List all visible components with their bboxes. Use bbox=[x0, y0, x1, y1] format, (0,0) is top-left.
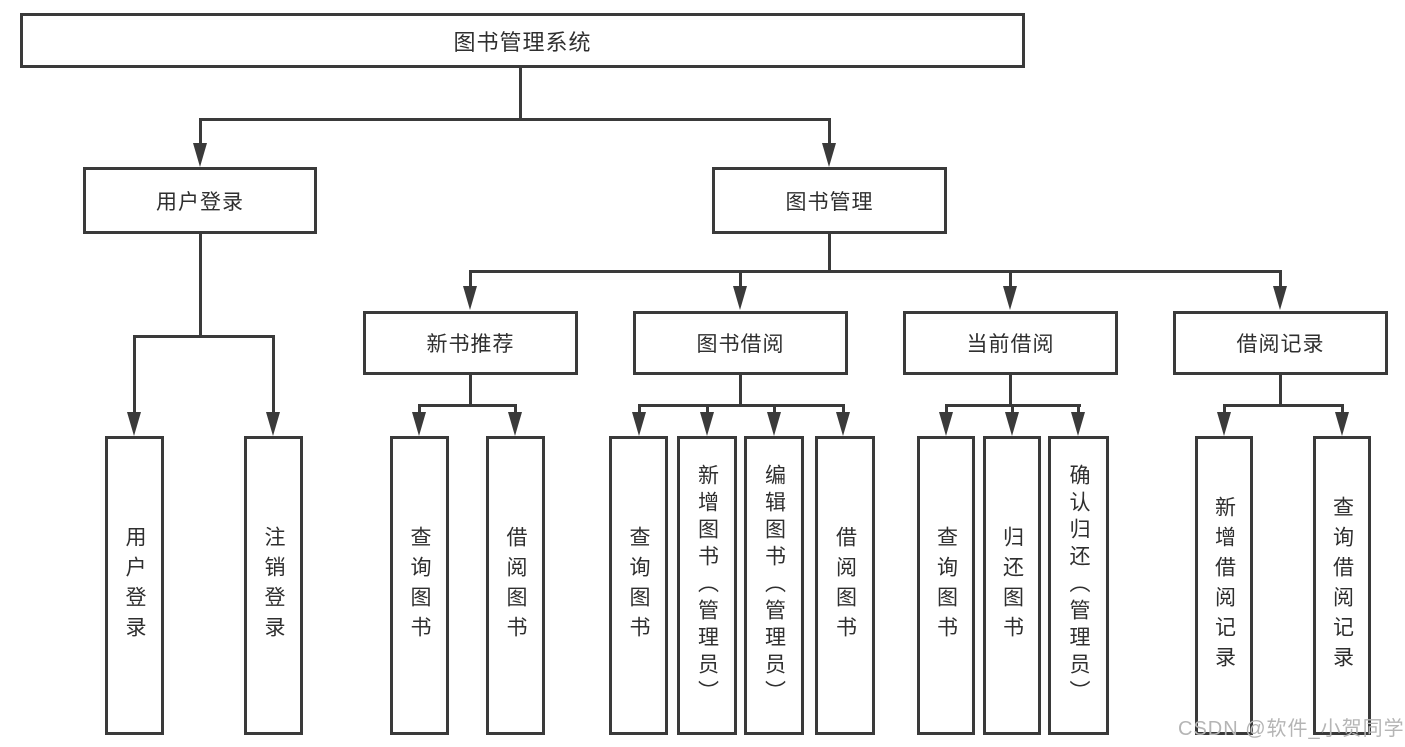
leaf-cur-return-books: 归还图书 bbox=[983, 436, 1041, 735]
edge-to-leaf-bor-borrow bbox=[842, 404, 845, 415]
edge-to-leaf-cur-confirm bbox=[1077, 404, 1080, 415]
edge-to-new-book-recommend bbox=[469, 270, 472, 290]
edge-root-stub bbox=[519, 66, 522, 120]
arrow-down-borrow-records bbox=[1273, 286, 1287, 310]
arrow-down-leaf-bor-add bbox=[700, 412, 714, 436]
node-new-book-recommend: 新书推荐 bbox=[363, 311, 578, 375]
node-book-borrow: 图书借阅 bbox=[633, 311, 848, 375]
leaf-bor-query-books: 查询图书 bbox=[609, 436, 668, 735]
edge-to-leaf-bor-edit bbox=[773, 404, 776, 415]
edge-to-leaf-logout bbox=[272, 335, 275, 414]
edge-to-book-management bbox=[828, 118, 831, 146]
edge-to-leaf-rec-borrow bbox=[514, 404, 517, 415]
arrow-down-leaf-user-login bbox=[127, 412, 141, 436]
edge-to-leaf-cur-query bbox=[945, 404, 948, 415]
leaf-logout: 注销登录 bbox=[244, 436, 303, 735]
leaf-rcd-query-record: 查询借阅记录 bbox=[1313, 436, 1371, 735]
edge-borrow-records-rail bbox=[1223, 404, 1344, 407]
arrow-down-leaf-cur-confirm bbox=[1071, 412, 1085, 436]
arrow-down-leaf-cur-query bbox=[939, 412, 953, 436]
edge-level2-rail bbox=[469, 270, 1282, 273]
arrow-down-leaf-bor-edit bbox=[767, 412, 781, 436]
leaf-cur-confirm-return-admin: 确认归还（管理员） bbox=[1048, 436, 1109, 735]
edge-to-book-borrow bbox=[739, 270, 742, 290]
arrow-down-leaf-bor-borrow bbox=[836, 412, 850, 436]
arrow-down-leaf-rec-borrow bbox=[508, 412, 522, 436]
edge-user-login-stub bbox=[199, 231, 202, 338]
edge-borrow-records-stub bbox=[1279, 373, 1282, 407]
arrow-down-book-borrow bbox=[733, 286, 747, 310]
edge-to-leaf-bor-add bbox=[706, 404, 709, 415]
node-borrow-records: 借阅记录 bbox=[1173, 311, 1388, 375]
node-root: 图书管理系统 bbox=[20, 13, 1025, 68]
node-book-management: 图书管理 bbox=[712, 167, 947, 234]
edge-user-login-rail bbox=[133, 335, 275, 338]
edge-to-leaf-cur-return bbox=[1011, 404, 1014, 415]
arrow-down-leaf-rec-query bbox=[412, 412, 426, 436]
leaf-rec-borrow-books: 借阅图书 bbox=[486, 436, 545, 735]
edge-level1-rail bbox=[199, 118, 831, 121]
arrow-down-new-book-recommend bbox=[463, 286, 477, 310]
edge-book-management-stub bbox=[828, 231, 831, 273]
node-user-login: 用户登录 bbox=[83, 167, 317, 234]
arrow-down-user-login bbox=[193, 143, 207, 167]
edge-book-borrow-stub bbox=[739, 373, 742, 407]
csdn-watermark: CSDN @软件_小贺同学 bbox=[1178, 718, 1405, 740]
leaf-bor-edit-books-admin: 编辑图书（管理员） bbox=[744, 436, 804, 735]
leaf-rec-query-books: 查询图书 bbox=[390, 436, 449, 735]
edge-to-leaf-rcd-query bbox=[1341, 404, 1344, 415]
edge-to-current-borrow bbox=[1009, 270, 1012, 290]
leaf-rcd-add-record: 新增借阅记录 bbox=[1195, 436, 1253, 735]
edge-to-leaf-rec-query bbox=[418, 404, 421, 415]
edge-to-leaf-user-login bbox=[133, 335, 136, 414]
edge-new-book-recommend-rail bbox=[418, 404, 517, 407]
arrow-down-leaf-logout bbox=[266, 412, 280, 436]
arrow-down-leaf-rcd-add bbox=[1217, 412, 1231, 436]
leaf-bor-borrow-books: 借阅图书 bbox=[815, 436, 875, 735]
arrow-down-leaf-bor-query bbox=[632, 412, 646, 436]
leaf-cur-query-books: 查询图书 bbox=[917, 436, 975, 735]
edge-to-borrow-records bbox=[1279, 270, 1282, 290]
edge-to-leaf-rcd-add bbox=[1223, 404, 1226, 415]
edge-current-borrow-stub bbox=[1009, 373, 1012, 407]
node-current-borrow: 当前借阅 bbox=[903, 311, 1118, 375]
arrow-down-leaf-rcd-query bbox=[1335, 412, 1349, 436]
edge-new-book-recommend-stub bbox=[469, 373, 472, 407]
arrow-down-leaf-cur-return bbox=[1005, 412, 1019, 436]
leaf-user-login: 用户登录 bbox=[105, 436, 164, 735]
leaf-bor-add-books-admin: 新增图书（管理员） bbox=[677, 436, 737, 735]
edge-to-leaf-bor-query bbox=[638, 404, 641, 415]
arrow-down-current-borrow bbox=[1003, 286, 1017, 310]
edge-to-user-login bbox=[199, 118, 202, 146]
arrow-down-book-management bbox=[822, 143, 836, 167]
edge-book-borrow-rail bbox=[638, 404, 845, 407]
